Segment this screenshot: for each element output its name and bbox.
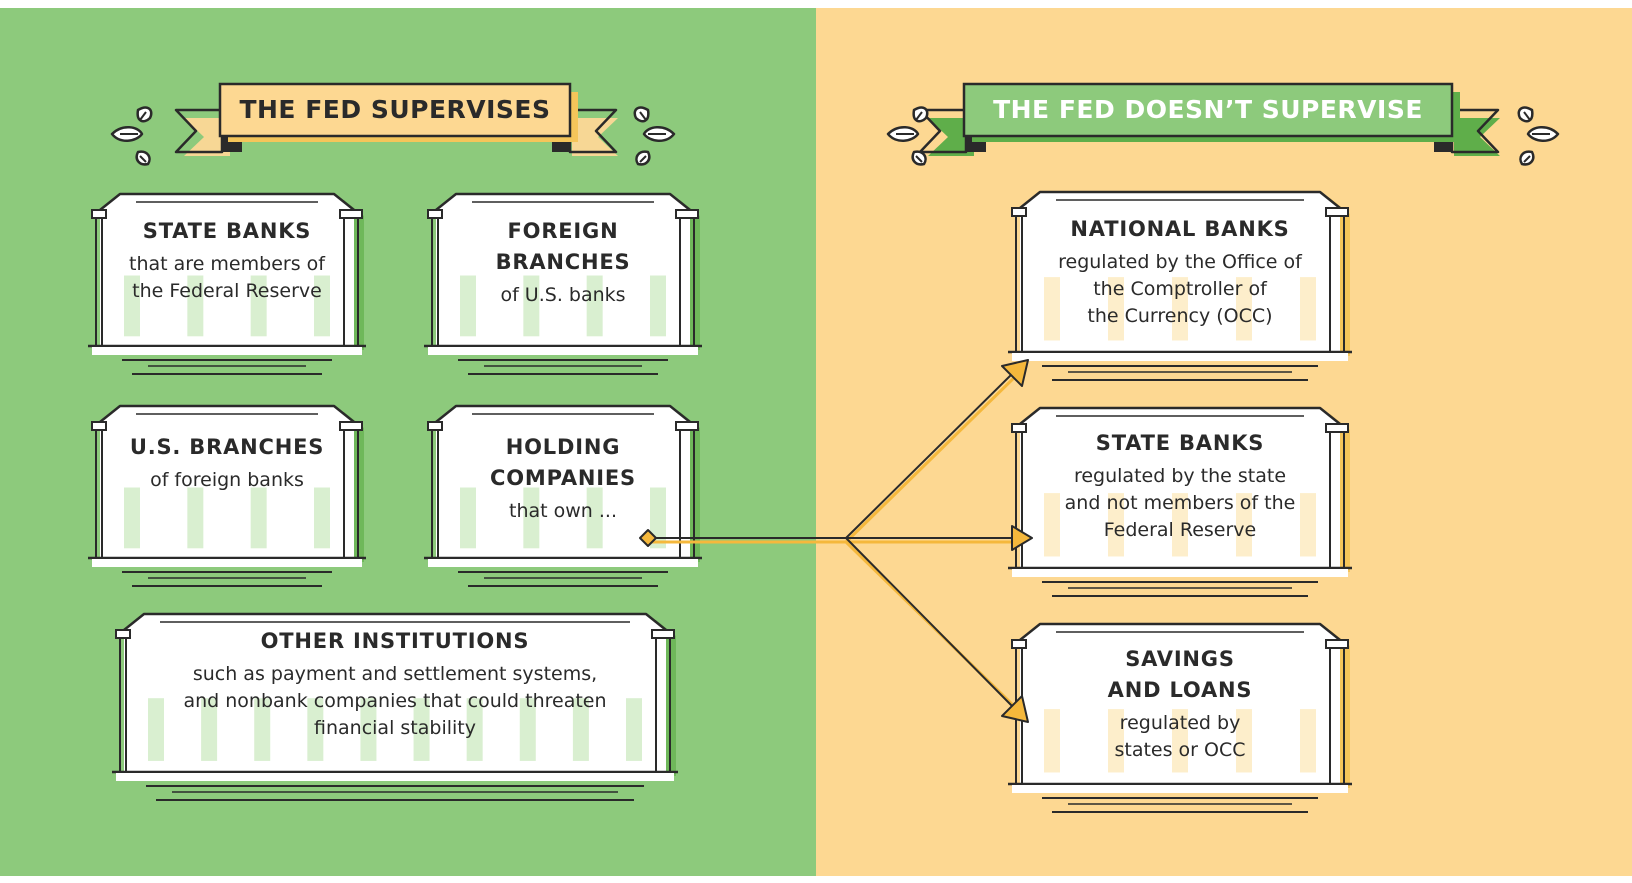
building-other-institutions: OTHER INSTITUTIONS such as payment and s… — [112, 610, 678, 806]
building-state-banks-nonmember: STATE BANKS regulated by the state and n… — [1008, 404, 1352, 602]
building-subtitle: of U.S. banks — [500, 284, 626, 306]
banner-title: THE FED SUPERVISES — [239, 95, 551, 124]
building-us-branches: U.S. BRANCHES of foreign banks — [88, 402, 366, 592]
building-frame — [112, 612, 678, 801]
leaf-sprig-icon — [110, 106, 153, 166]
building-subtitle: such as payment and settlement systems, … — [183, 663, 607, 739]
building-frame — [424, 404, 702, 587]
building-title: SAVINGS AND LOANS — [1107, 647, 1253, 702]
leaf-sprig-icon — [633, 106, 676, 166]
arrowhead-icon — [1001, 359, 1029, 387]
banner-fed-doesnt-supervise: THE FED DOESN’T SUPERVISE — [914, 80, 1514, 160]
building-holding-companies: HOLDING COMPANIES that own ... — [424, 402, 702, 592]
building-foreign-branches: FOREIGN BRANCHES of U.S. banks — [424, 190, 702, 380]
building-title: OTHER INSTITUTIONS — [260, 629, 530, 653]
building-title: U.S. BRANCHES — [129, 435, 325, 459]
banner-fed-supervises: THE FED SUPERVISES — [170, 80, 650, 160]
building-subtitle: regulated by states or OCC — [1114, 712, 1246, 761]
building-frame — [1008, 190, 1352, 381]
building-subtitle: of foreign banks — [150, 469, 304, 491]
building-savings-and-loans: SAVINGS AND LOANS regulated by states or… — [1008, 620, 1352, 818]
building-subtitle: that are members of the Federal Reserve — [129, 253, 325, 302]
building-title: NATIONAL BANKS — [1070, 217, 1290, 241]
building-frame — [88, 404, 366, 587]
building-frame — [88, 192, 366, 375]
building-title: STATE BANKS — [1095, 431, 1265, 455]
leaf-sprig-icon — [886, 106, 929, 166]
leaf-sprig-icon — [1517, 106, 1560, 166]
building-frame — [1008, 622, 1352, 813]
diamond-connector-icon — [639, 529, 657, 547]
building-subtitle: regulated by the state and not members o… — [1064, 465, 1296, 541]
building-subtitle: regulated by the Office of the Comptroll… — [1058, 251, 1302, 327]
building-title: STATE BANKS — [142, 219, 312, 243]
building-national-banks: NATIONAL BANKS regulated by the Office o… — [1008, 188, 1352, 386]
banner-title: THE FED DOESN’T SUPERVISE — [993, 95, 1423, 124]
building-state-banks-member: STATE BANKS that are members of the Fede… — [88, 190, 366, 380]
arrowhead-icon — [1011, 525, 1033, 551]
building-subtitle: that own ... — [509, 500, 617, 522]
building-frame — [1008, 406, 1352, 597]
building-frame — [424, 192, 702, 375]
building-title: HOLDING COMPANIES — [490, 435, 636, 490]
building-title: FOREIGN BRANCHES — [495, 219, 631, 274]
arrowhead-icon — [1001, 695, 1029, 723]
